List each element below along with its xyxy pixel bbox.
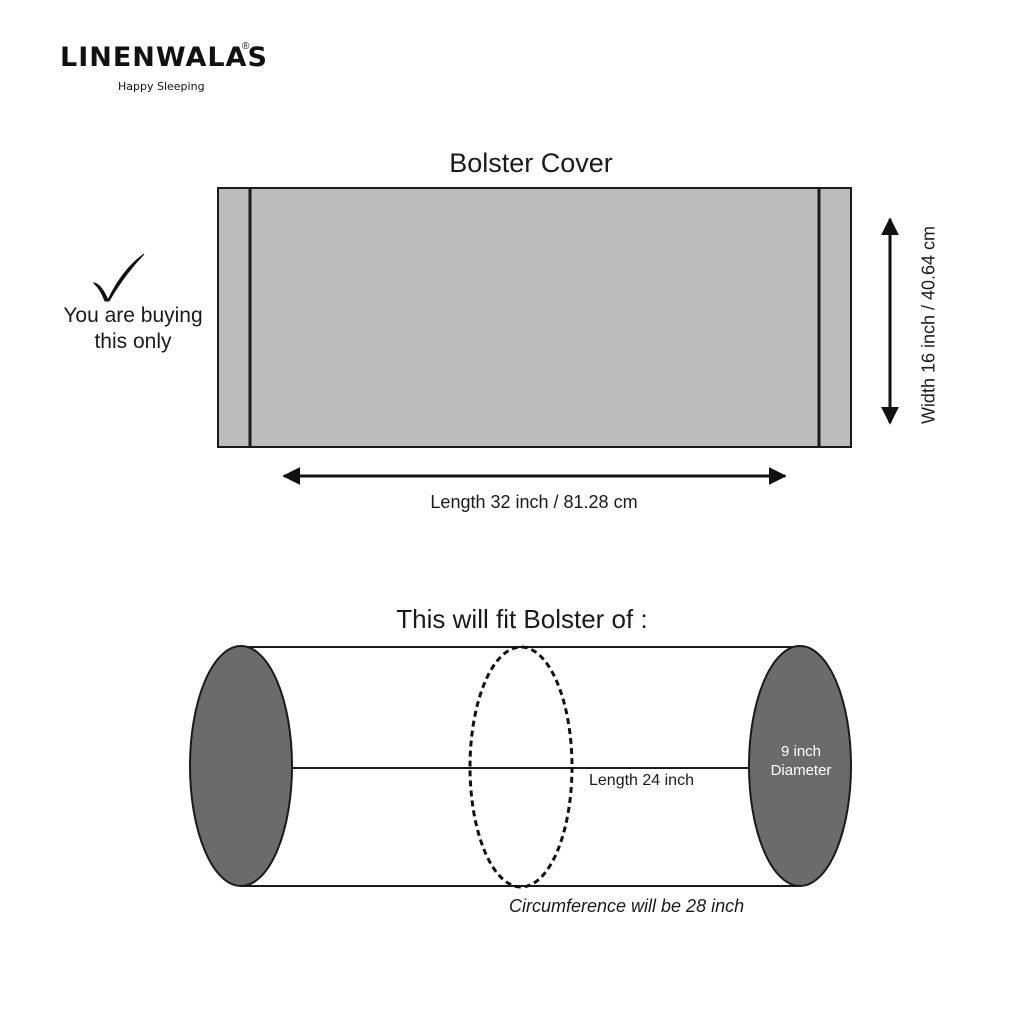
brand-tagline: Happy Sleeping bbox=[118, 80, 205, 93]
registered-mark: ® bbox=[242, 41, 250, 52]
circumference-dashed-ellipse bbox=[468, 645, 574, 889]
buying-note: You are buying this only bbox=[52, 303, 214, 355]
diameter-line2: Diameter bbox=[770, 762, 832, 779]
bolster-cylinder bbox=[189, 645, 852, 889]
buying-note-line2: this only bbox=[94, 330, 172, 353]
checkmark-icon bbox=[92, 253, 145, 302]
buying-note-line1: You are buying bbox=[63, 304, 203, 327]
diameter-line1: 9 inch bbox=[780, 743, 822, 760]
cover-title: Bolster Cover bbox=[449, 148, 613, 178]
brand-logo: LINENWALAS bbox=[60, 42, 268, 73]
cover-width-label: Width 16 inch / 40.64 cm bbox=[918, 225, 939, 425]
cylinder-left-end bbox=[189, 645, 293, 887]
bolster-title: This will fit Bolster of : bbox=[396, 604, 648, 634]
cover-length-label: Length 32 inch / 81.28 cm bbox=[430, 492, 638, 512]
cylinder-right-end bbox=[748, 645, 852, 887]
bolster-length-label: Length 24 inch bbox=[589, 772, 694, 789]
circumference-label: Circumference will be 28 inch bbox=[509, 896, 745, 916]
diameter-label: 9 inch Diameter bbox=[750, 742, 852, 780]
bolster-cover-shape bbox=[217, 187, 852, 448]
